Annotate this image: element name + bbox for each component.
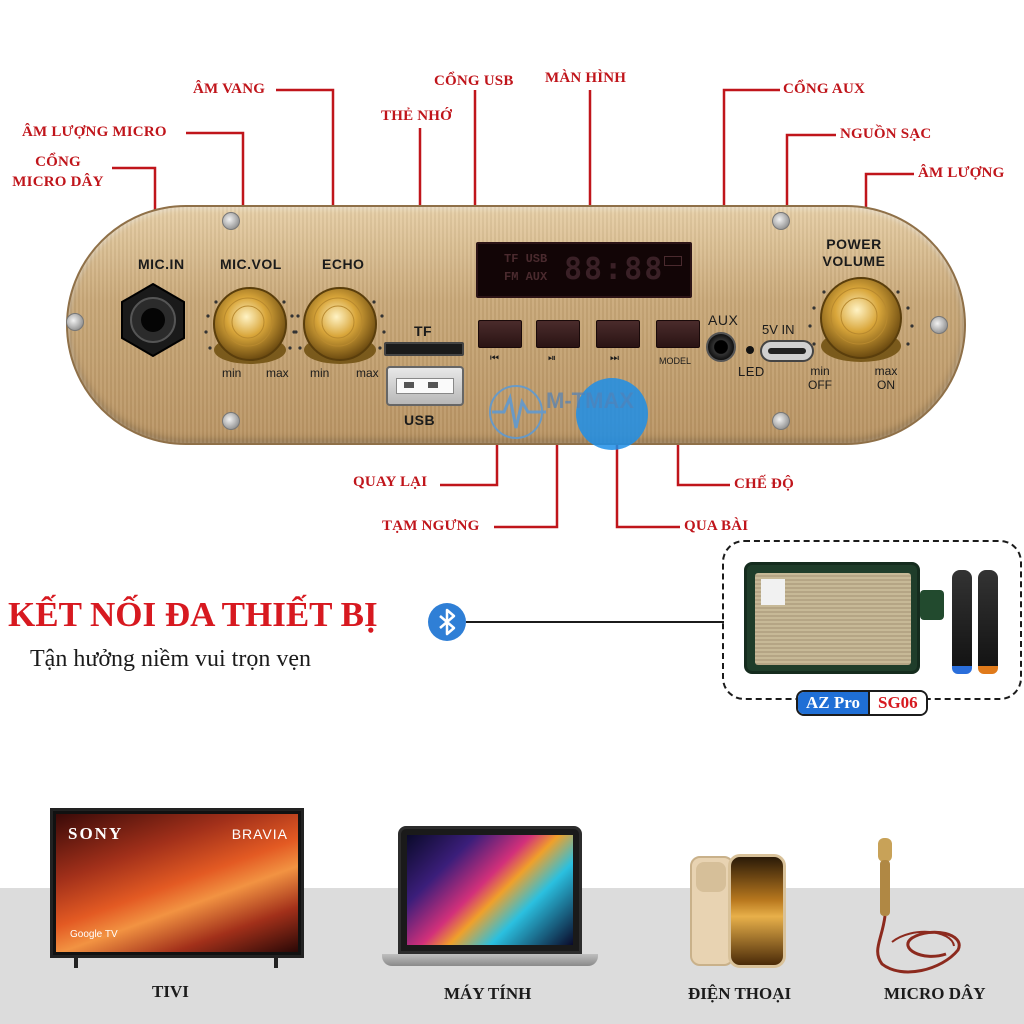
device-label-laptop: MÁY TÍNH [444,984,532,1003]
callout-pause: TẠM NGƯNG [382,518,480,534]
screw-icon [930,316,948,334]
product-badge: AZ Pro SG06 [796,690,928,716]
label-5v-in: 5V IN [762,322,795,337]
tf-card-slot[interactable] [384,342,464,356]
phone-front-image [728,854,786,968]
label-mic-in: MIC.IN [138,256,185,272]
speaker-image [744,562,920,674]
callout-charging: NGUỒN SẠC [840,126,932,142]
mic-volume-knob[interactable] [200,280,300,370]
tv-image: SONY BRAVIA Google TV [50,808,304,958]
callout-memory-card: THẺ NHỚ [381,108,452,124]
bluetooth-icon [428,603,466,641]
product-model: SG06 [868,692,926,714]
callout-usb-port: CỔNG USB [434,73,514,89]
callout-mic-port: CỔNG MICRO DÂY [12,154,104,190]
callout-echo: ÂM VANG [193,81,266,97]
label-usb: USB [404,412,436,428]
led-display: TF USB FM AUX 88:88 [476,242,692,298]
mode-button[interactable] [656,320,700,348]
device-label-phone: ĐIỆN THOẠI [688,984,792,1003]
device-label-wired-mic: MICRO DÂY [884,984,986,1003]
led-indicator [746,346,754,354]
screw-icon [772,412,790,430]
watermark-logo: M-TMAX [486,372,676,452]
label-min-off: min OFF [808,364,832,392]
aux-port[interactable] [706,332,736,362]
label-mic-vol: MIC.VOL [220,256,282,272]
label-max: max [266,366,289,380]
connector-line [466,621,724,623]
subline: Tận hưởng niềm vui trọn vẹn [30,646,311,672]
tv-os-label: Google TV [70,929,118,940]
power-volume-knob[interactable] [806,270,916,370]
tv-brand-right: BRAVIA [231,826,288,842]
wired-microphone-image [876,838,961,974]
callout-next: QUA BÀI [684,518,749,534]
label-led: LED [738,364,765,379]
microphone-image [978,570,998,674]
tv-brand-left: SONY [68,824,124,843]
usb-c-port[interactable] [760,340,814,362]
speaker-handle [920,590,944,620]
echo-knob[interactable] [290,280,390,370]
device-label-tv: TIVI [152,982,189,1001]
callout-back: QUAY LẠI [353,474,428,490]
battery-icon [664,256,682,266]
tv-stand [74,958,78,968]
display-mode-labels: TF USB FM AUX [504,252,548,284]
play-pause-button[interactable] [536,320,580,348]
product-brand: AZ Pro [798,692,868,714]
microphone-image [952,570,972,674]
callout-screen: MÀN HÌNH [545,70,627,86]
play-pause-icon: ⏯ [548,353,556,364]
watermark-text: M-TMAX [546,388,634,413]
callout-aux-port: CỔNG AUX [783,81,866,97]
label-tf: TF [414,323,433,339]
label-max: max [356,366,379,380]
label-min: min [310,366,330,380]
next-icon: ⏭ [610,353,619,364]
label-echo: ECHO [322,256,365,272]
prev-button[interactable] [478,320,522,348]
headline: KẾT NỐI ĐA THIẾT BỊ [8,595,378,634]
prev-icon: ⏮ [490,353,499,364]
callout-mic-volume: ÂM LƯỢNG MICRO [22,124,167,140]
mic-input-jack[interactable] [118,282,188,358]
callout-mode: CHẾ ĐỘ [734,476,794,492]
label-aux: AUX [708,312,739,328]
label-min: min [222,366,242,380]
next-button[interactable] [596,320,640,348]
screw-icon [222,412,240,430]
laptop-image [398,826,582,954]
display-digits: 88:88 [564,252,665,287]
usb-port[interactable] [386,366,464,406]
label-model: MODEL [659,356,692,366]
screw-icon [222,212,240,230]
label-power-volume: POWER VOLUME [822,236,886,269]
tv-stand [274,958,278,968]
screw-icon [772,212,790,230]
screw-icon [66,313,84,331]
label-max-on: max ON [874,364,898,392]
callout-volume: ÂM LƯỢNG [918,165,1005,181]
laptop-base [382,954,598,966]
